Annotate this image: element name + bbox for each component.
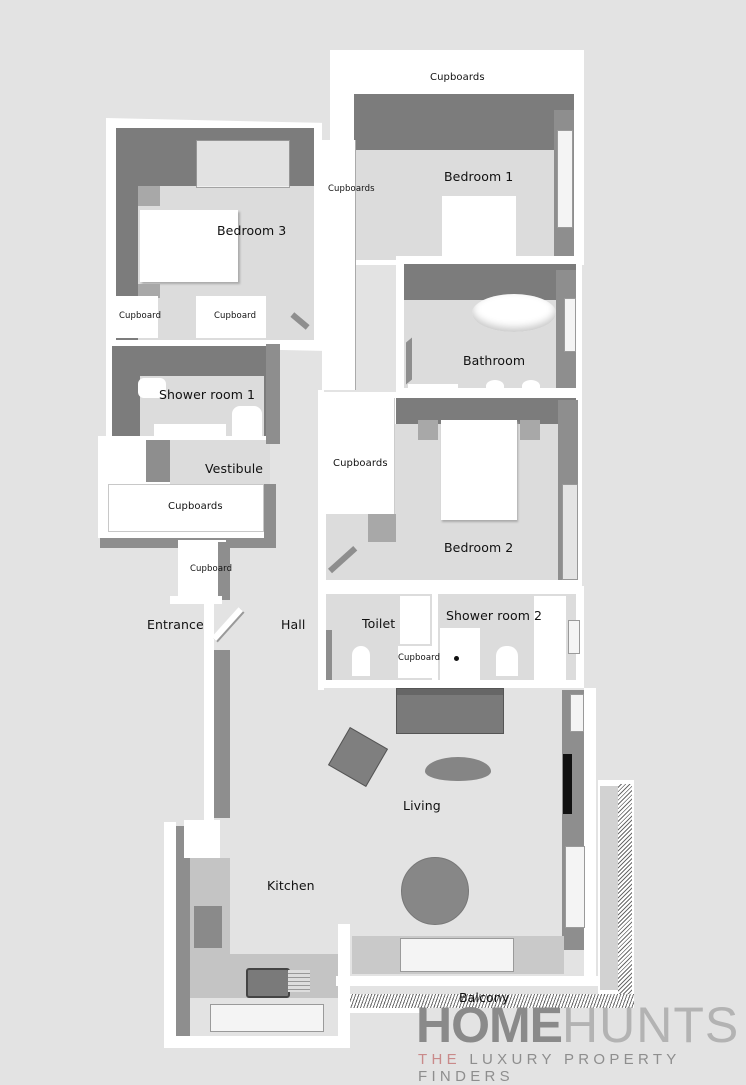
- toilet-wc: [352, 646, 370, 676]
- bathtub: [472, 294, 556, 332]
- shower2-enclosure: [534, 596, 566, 680]
- toilet-left-shadow: [326, 630, 332, 680]
- entrance-wall-shadow: [214, 650, 230, 818]
- bedroom3-cupboard-left: [116, 296, 158, 338]
- label-toilet: Toilet: [362, 616, 396, 631]
- entrance-cupboard-shadow: [218, 542, 230, 600]
- balcony-bottom-edge: [350, 1008, 420, 1013]
- bedroom3-cupboard-right: [196, 296, 266, 338]
- label-cupboard-bedroom3-left: Cupboard: [119, 311, 162, 321]
- label-cupboards-bedroom1-left: Cupboards: [328, 184, 375, 194]
- living-bottom-window: [400, 938, 514, 972]
- label-shower-room2: Shower room 2: [446, 608, 543, 623]
- kitchen-drainer: [288, 970, 310, 992]
- bedroom2-back-wall-shadow: [396, 398, 576, 424]
- living-coffee-table: [425, 757, 491, 781]
- living-right-wall: [584, 688, 596, 980]
- shower2-wc: [496, 646, 518, 676]
- bedroom2-cupboards: [324, 398, 395, 514]
- label-cupboard-entrance: Cupboard: [190, 564, 233, 574]
- vestibule-wall-shadow: [146, 440, 170, 482]
- balcony-bottom-hatch: [350, 994, 634, 1008]
- balcony-floor-right: [600, 786, 618, 990]
- kitchen-bottom-wall: [164, 1036, 350, 1048]
- toilet-cupboard: [398, 646, 432, 678]
- living-tv: [563, 754, 572, 814]
- label-shower-room1: Shower room 1: [159, 387, 256, 402]
- living-armchair: [327, 726, 389, 788]
- label-living: Living: [403, 798, 441, 813]
- living-bottom-wall: [336, 976, 598, 986]
- label-entrance: Entrance: [147, 617, 204, 632]
- label-bedroom2: Bedroom 2: [444, 540, 514, 555]
- label-bathroom: Bathroom: [463, 353, 526, 368]
- entrance-cupboard-base: [170, 596, 222, 604]
- label-bedroom3: Bedroom 3: [217, 223, 287, 238]
- bedroom1-bed: [442, 196, 516, 260]
- shower-room1-basin: [138, 378, 166, 398]
- hall-left-shadow: [266, 344, 280, 444]
- kitchen-window: [210, 1004, 324, 1032]
- bathroom-washbasin: [408, 384, 458, 392]
- homehunts-tagline: THE LUXURY PROPERTY FINDERS: [418, 1051, 746, 1085]
- bedroom3-window: [196, 140, 290, 188]
- bedroom1-window: [557, 130, 573, 228]
- bedroom3-nightstand-bottom: [138, 284, 160, 298]
- label-vestibule: Vestibule: [205, 461, 264, 476]
- entrance-wall: [204, 600, 214, 820]
- kitchen-column: [184, 820, 220, 858]
- bedroom1-back-wall-shadow: [354, 94, 574, 150]
- tagline-the: THE: [418, 1051, 461, 1068]
- logo-hunts: HUNTS: [562, 997, 740, 1053]
- bedroom3-left-wall-shadow: [116, 128, 138, 340]
- label-cupboards-vestibule: Cupboards: [168, 501, 223, 512]
- bedroom2-nightstand-left: [418, 420, 438, 440]
- label-bedroom1: Bedroom 1: [444, 169, 514, 184]
- bedroom2-bed: [441, 420, 517, 520]
- toilet-basin: [400, 596, 430, 644]
- shower2-drain: [454, 656, 459, 661]
- bathroom-door: [406, 337, 412, 385]
- bedroom2-nightstand-right: [520, 420, 540, 440]
- kitchen-hob: [194, 906, 222, 948]
- shower2-tray: [440, 628, 480, 680]
- label-balcony: Balcony: [459, 990, 510, 1005]
- dining-table: [401, 857, 469, 925]
- vestibule-cupboards: [108, 484, 264, 532]
- kitchen-left-wall-shadow: [176, 826, 190, 1036]
- bathroom-window: [564, 298, 576, 352]
- bathroom-bidet: [522, 380, 540, 392]
- bathroom-back-wall-shadow: [404, 264, 576, 300]
- bedroom2-window: [562, 484, 578, 580]
- bedroom3-bed: [140, 210, 238, 282]
- label-cupboard-toilet: Cupboard: [398, 653, 441, 663]
- shower2-window: [568, 620, 580, 654]
- bedroom3-nightstand-top: [138, 186, 160, 206]
- entrance-door: [211, 607, 243, 642]
- shower-room1-toilet: [232, 406, 262, 436]
- bedroom2-cupboards-base: [368, 514, 396, 542]
- bathroom-toilet: [486, 380, 504, 392]
- homehunts-logo: HOMEHUNTS: [416, 996, 739, 1054]
- living-window-top: [570, 694, 584, 732]
- bedroom1-cupboards-left: [322, 140, 356, 390]
- logo-home: HOME: [416, 997, 563, 1053]
- label-cupboard-bedroom3-right: Cupboard: [214, 311, 257, 321]
- living-sofa: [396, 688, 504, 734]
- living-window-bottom: [565, 846, 585, 928]
- vestibule-side-shadow: [264, 484, 276, 544]
- vestibule-floor: [170, 440, 270, 484]
- label-hall: Hall: [281, 617, 306, 632]
- kitchen-sink: [246, 968, 290, 998]
- label-cupboards-bedroom1-top: Cupboards: [430, 72, 485, 83]
- bedroom1-cupboards-top: [340, 62, 576, 94]
- label-cupboards-bedroom2: Cupboards: [333, 458, 388, 469]
- kitchen-left-wall: [164, 822, 176, 1048]
- balcony-right-hatch: [618, 784, 632, 994]
- label-kitchen: Kitchen: [267, 878, 315, 893]
- shower-room1-tray: [154, 424, 226, 436]
